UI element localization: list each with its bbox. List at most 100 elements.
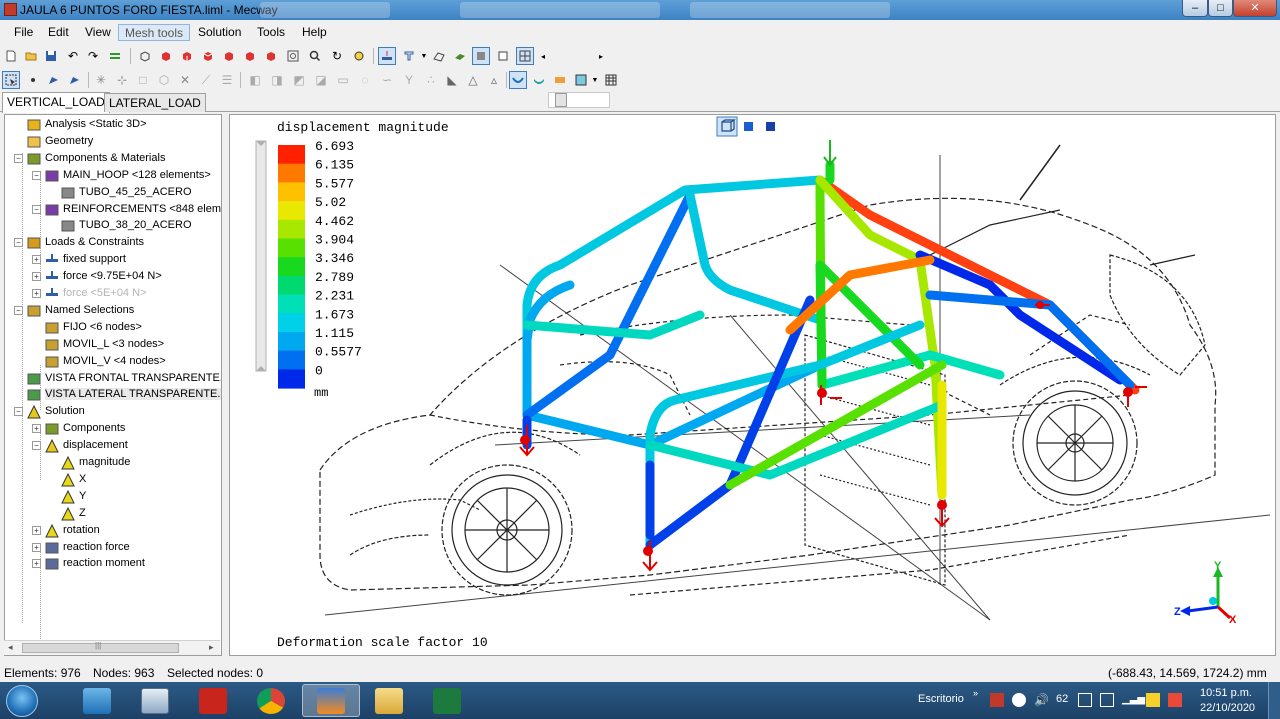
slider-left-arrow-icon[interactable]: ◂	[540, 51, 545, 61]
tree-item[interactable]: −Solution	[5, 404, 221, 420]
scroll-right-arrow-icon[interactable]: ▸	[209, 642, 214, 652]
save-icon[interactable]	[42, 47, 60, 65]
mesh-op-2-icon[interactable]: ◨	[271, 73, 283, 87]
expand-icon[interactable]: +	[32, 525, 41, 535]
select-elements-icon[interactable]	[45, 71, 63, 89]
tray-notes-icon[interactable]	[1146, 693, 1160, 707]
tray-chevron-icon[interactable]: »	[973, 688, 979, 698]
expand-icon[interactable]: +	[32, 424, 41, 434]
select-nodes-icon[interactable]	[24, 71, 42, 89]
hidden-line-icon[interactable]	[494, 47, 512, 65]
maximize-button[interactable]: □	[1208, 0, 1233, 17]
view-left-icon[interactable]	[220, 47, 238, 65]
view-right-icon[interactable]	[241, 47, 259, 65]
align-icon[interactable]: ☰	[221, 73, 233, 87]
taskbar-calculator[interactable]	[126, 684, 184, 717]
tray-desktop-label[interactable]: Escritorio	[918, 693, 964, 705]
volume-icon[interactable]: 🔊	[1034, 693, 1049, 707]
expand-icon[interactable]: +	[32, 289, 41, 298]
menu-file[interactable]: File	[14, 25, 34, 39]
points-icon[interactable]: ∴	[427, 73, 435, 87]
menu-solution[interactable]: Solution	[198, 25, 242, 39]
solid-box-icon[interactable]	[744, 122, 753, 131]
cube-icon[interactable]: ⬡	[158, 73, 170, 87]
tray-app-icon[interactable]	[990, 693, 1004, 707]
taskbar-mecway[interactable]	[302, 684, 360, 717]
tree-item[interactable]: Geometry	[5, 134, 221, 150]
select-faces-icon[interactable]	[66, 71, 84, 89]
tree-item[interactable]: Z	[5, 506, 221, 522]
tree-item[interactable]: −MAIN_HOOP <128 elements>	[5, 168, 221, 184]
tree-item[interactable]: +force <5E+04 N>	[5, 286, 221, 302]
new-file-icon[interactable]	[2, 47, 20, 65]
zoom-box-icon[interactable]	[284, 47, 302, 65]
menu-edit[interactable]: Edit	[48, 25, 69, 39]
close-button[interactable]: ✕	[1233, 0, 1277, 17]
tree-item[interactable]: Analysis <Static 3D>	[5, 117, 221, 133]
tree-item[interactable]: −Components & Materials	[5, 151, 221, 167]
network-signal-icon[interactable]: ▁▃▅	[1122, 694, 1146, 705]
rotate-icon[interactable]: ↻	[331, 49, 343, 63]
undo-icon[interactable]: ↶	[67, 49, 79, 63]
tree-item[interactable]: FIJO <6 nodes>	[5, 320, 221, 336]
open-folder-icon[interactable]	[22, 47, 40, 65]
battery-icon[interactable]	[1100, 693, 1114, 707]
menu-help[interactable]: Help	[302, 25, 327, 39]
tree-item[interactable]: Y	[5, 489, 221, 505]
taskbar-pdf-editor[interactable]	[184, 684, 242, 717]
taskbar-file-explorer[interactable]	[360, 684, 418, 717]
wireframe-cube-icon[interactable]	[136, 47, 154, 65]
slider-thumb[interactable]	[555, 93, 567, 107]
slider-right-arrow-icon[interactable]: ▸	[598, 51, 603, 61]
box-icon[interactable]: □	[139, 73, 147, 87]
tree-item[interactable]: +fixed support	[5, 252, 221, 268]
triangle-icon[interactable]: ▵	[490, 73, 498, 87]
tree-item[interactable]: +force <9.75E+04 N>	[5, 269, 221, 285]
tree-item[interactable]: −displacement	[5, 438, 221, 454]
equals-icon[interactable]	[106, 47, 124, 65]
minimize-button[interactable]: –	[1182, 0, 1208, 17]
tab-lateral-load[interactable]: LATERAL_LOAD	[104, 93, 206, 112]
dropdown-arrow-icon[interactable]: ▼	[420, 52, 428, 60]
taskbar-excel[interactable]	[418, 684, 476, 717]
mesh-op-3-icon[interactable]: ◩	[293, 73, 305, 87]
menu-tools[interactable]: Tools	[257, 25, 286, 39]
triangle-mesh-icon[interactable]: △	[468, 73, 478, 87]
menu-mesh-tools[interactable]: Mesh tools	[118, 24, 191, 41]
tree-item[interactable]: −REINFORCEMENTS <848 elements>	[5, 202, 221, 218]
taskbar-chrome[interactable]	[242, 684, 300, 717]
tree-item[interactable]: TUBO_38_20_ACERO	[5, 218, 221, 234]
table-icon[interactable]	[602, 71, 620, 89]
view-back-icon[interactable]	[199, 47, 217, 65]
show-loads-icon[interactable]	[378, 47, 396, 65]
tree-item[interactable]: magnitude	[5, 455, 221, 471]
tree-item[interactable]: MOVIL_L <3 nodes>	[5, 337, 221, 353]
fit-view-icon[interactable]	[350, 47, 368, 65]
clock-date[interactable]: 22/10/2020	[1200, 702, 1256, 714]
view-top-icon[interactable]	[262, 47, 280, 65]
tree-item[interactable]: VISTA FRONTAL TRANSPARENTE.png	[5, 371, 221, 387]
viewport-canvas[interactable]: displacement magnitude 6.6936.1355.5775.…	[230, 115, 1276, 656]
tree-item[interactable]: MOVIL_V <4 nodes>	[5, 354, 221, 370]
tree-item[interactable]: VISTA LATERAL TRANSPARENTE.png	[5, 387, 221, 403]
show-desktop-button[interactable]	[1268, 682, 1280, 719]
dropdown-arrow-icon[interactable]: ▼	[591, 76, 599, 84]
tray-device-icon[interactable]	[1078, 693, 1092, 707]
scroll-thumb[interactable]: |||	[22, 641, 179, 653]
shaded-box-icon[interactable]	[766, 122, 775, 131]
shell-icon[interactable]	[530, 71, 548, 89]
taskbar-internet-explorer[interactable]	[68, 684, 126, 717]
tree-item[interactable]: −Loads & Constraints	[5, 235, 221, 251]
split-icon[interactable]: ⟋	[201, 72, 211, 87]
curved-beam-icon[interactable]	[509, 71, 527, 89]
tree-item[interactable]: TUBO_45_25_ACERO	[5, 185, 221, 201]
tab-vertical-load[interactable]: VERTICAL_LOAD	[2, 92, 110, 113]
tree-item[interactable]: X	[5, 472, 221, 488]
refine-icon[interactable]: ◣	[447, 73, 457, 87]
mesh-op-4-icon[interactable]: ◪	[315, 73, 327, 87]
tree-item[interactable]: +reaction moment	[5, 556, 221, 572]
tree-item[interactable]: +reaction force	[5, 540, 221, 556]
tree-item[interactable]: +rotation	[5, 523, 221, 539]
sweep-icon[interactable]: ∽	[381, 73, 393, 87]
branch-icon[interactable]: Y	[404, 73, 413, 87]
